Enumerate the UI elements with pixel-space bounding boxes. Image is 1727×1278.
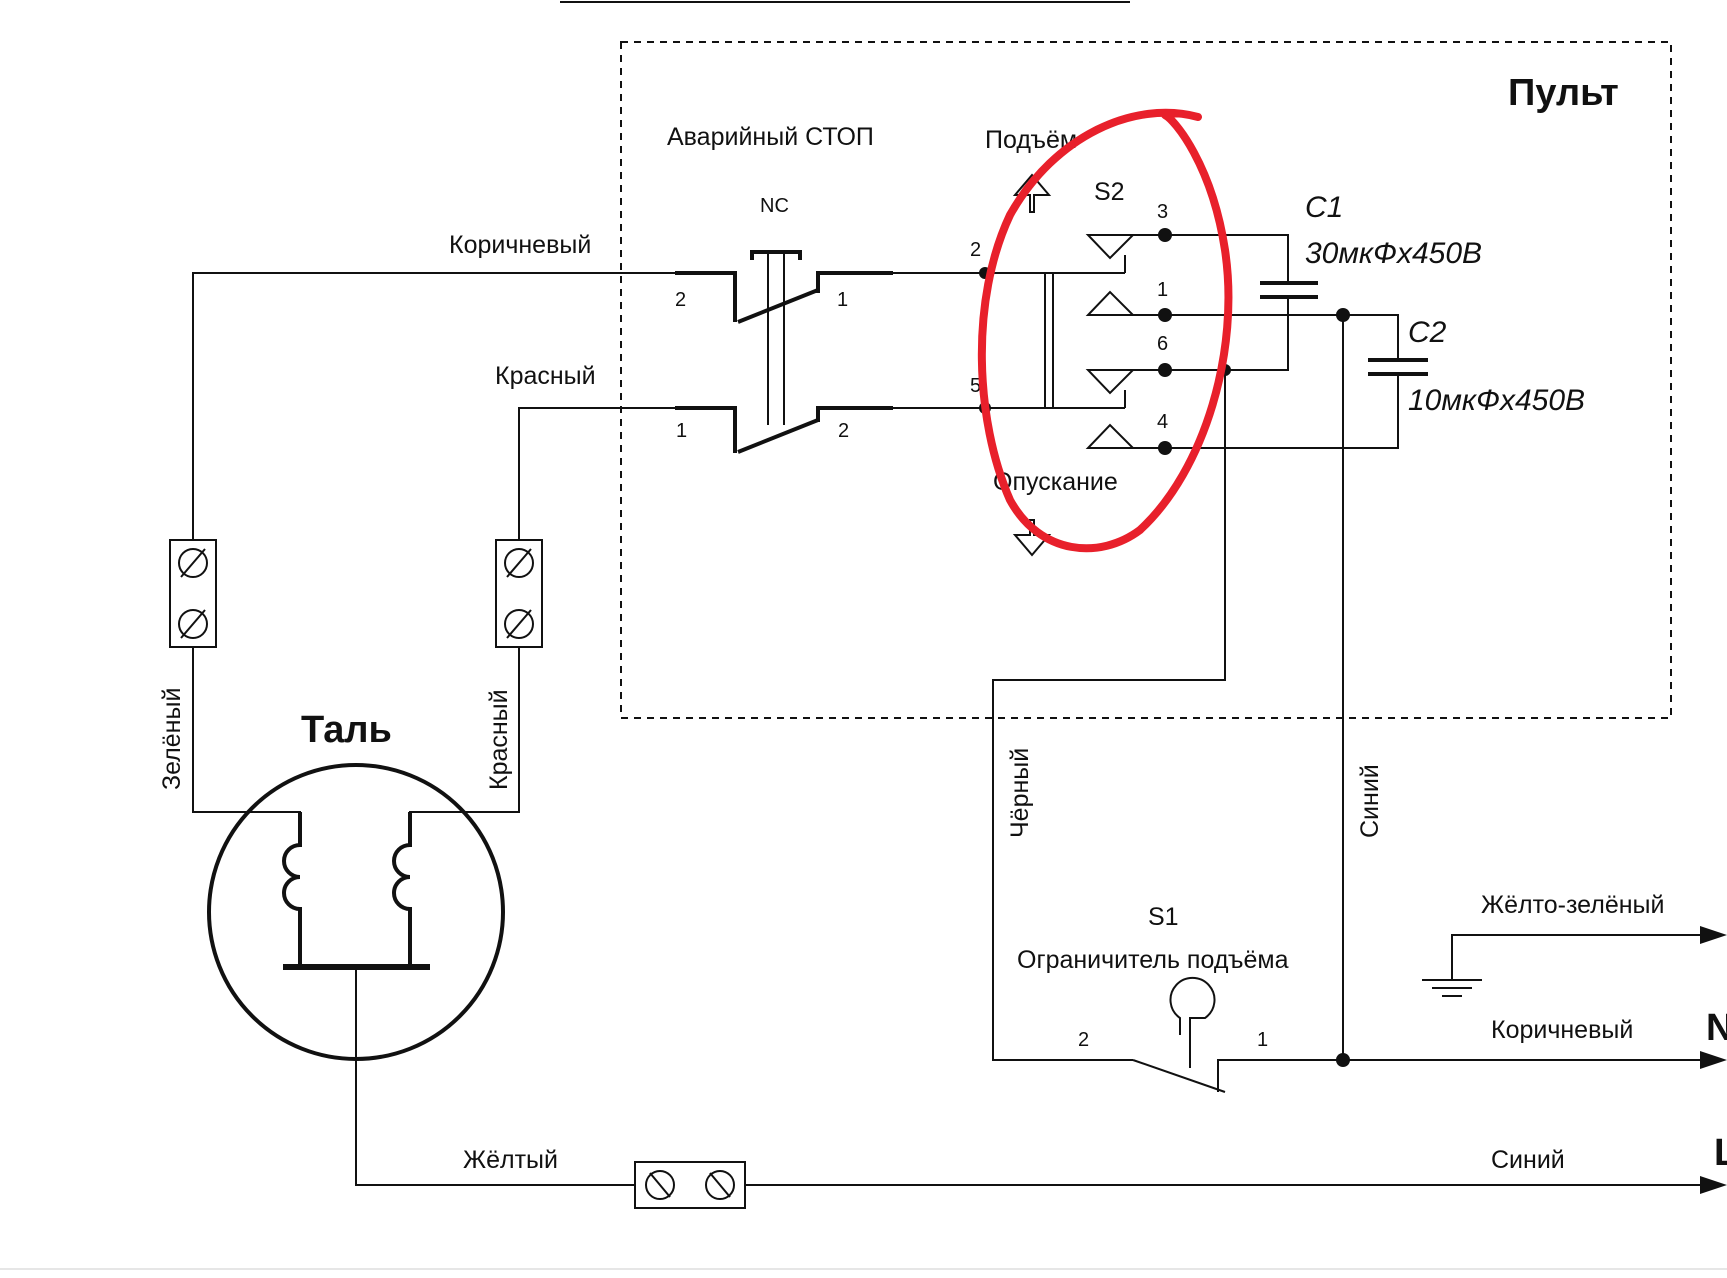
s1-name: S1 bbox=[1148, 903, 1179, 931]
wire-label-red-top: Красный bbox=[495, 362, 596, 390]
stop-pin-bottom-right: 2 bbox=[838, 420, 849, 442]
mains-label-n: N bbox=[1706, 1007, 1727, 1049]
remote-title: Пульт bbox=[1508, 72, 1619, 114]
c2-name: C2 bbox=[1408, 316, 1447, 349]
stop-pin-top-right: 1 bbox=[837, 289, 848, 311]
wire-label-yellow-green: Жёлто-зелёный bbox=[1481, 891, 1664, 919]
s1-switch bbox=[1132, 976, 1343, 1093]
s2-switch bbox=[1044, 234, 1165, 449]
wire-brown-top bbox=[192, 272, 675, 540]
line-wire bbox=[355, 970, 1727, 1194]
ground-wire bbox=[1422, 926, 1727, 997]
neutral-wire bbox=[1343, 1051, 1727, 1069]
wire-label-blue-bottom: Синий bbox=[1491, 1146, 1565, 1174]
wire-black bbox=[992, 370, 1226, 1061]
terminal-block-right bbox=[495, 539, 543, 648]
s2-name: S2 bbox=[1094, 178, 1125, 206]
emergency-stop-switch bbox=[675, 250, 893, 454]
s1-label: Ограничитель подъёма bbox=[1017, 946, 1289, 974]
s2-pin-3: 3 bbox=[1157, 201, 1168, 223]
up-arrow-icon bbox=[1012, 173, 1052, 213]
stop-pin-top-left: 2 bbox=[675, 289, 686, 311]
s2-pin-5: 5 bbox=[970, 375, 981, 397]
hoist-title: Таль bbox=[301, 709, 392, 751]
remote-enclosure bbox=[620, 41, 1672, 719]
capacitor-c1 bbox=[1165, 234, 1318, 371]
capacitor-c2 bbox=[1165, 314, 1428, 449]
mains-label-l: L bbox=[1714, 1132, 1727, 1174]
nc-label: NC bbox=[760, 195, 789, 217]
c1-name: C1 bbox=[1305, 191, 1343, 224]
s2-pin-1: 1 bbox=[1157, 279, 1168, 301]
highlight-circle bbox=[977, 108, 1233, 553]
stop-pin-bottom-left: 1 bbox=[676, 420, 687, 442]
wire-label-brown-top: Коричневый bbox=[449, 231, 591, 259]
wire-red-top bbox=[518, 407, 675, 540]
motor-symbol bbox=[207, 763, 505, 1061]
wire-label-brown-bottom: Коричневый bbox=[1491, 1016, 1633, 1044]
c1-value: 30мкФх450В bbox=[1305, 237, 1482, 270]
wire-label-yellow: Жёлтый bbox=[463, 1146, 558, 1174]
s1-pin-1: 1 bbox=[1257, 1029, 1268, 1051]
wire-label-red-vertical: Красный bbox=[485, 689, 513, 790]
emergency-stop-label: Аварийный СТОП bbox=[667, 123, 874, 151]
wire-label-blue-vertical: Синий bbox=[1356, 764, 1384, 838]
wire-label-black: Чёрный bbox=[1006, 748, 1034, 838]
s1-pin-2: 2 bbox=[1078, 1029, 1089, 1051]
s2-pin-4: 4 bbox=[1157, 411, 1168, 433]
down-arrow-icon bbox=[1012, 519, 1052, 557]
bottom-separator bbox=[0, 1268, 1727, 1270]
terminal-block-bottom bbox=[634, 1161, 746, 1209]
s2-down-label: Опускание bbox=[993, 468, 1118, 496]
c2-value: 10мкФх450В bbox=[1408, 384, 1585, 417]
s2-pin-6: 6 bbox=[1157, 333, 1168, 355]
s2-pin-2: 2 bbox=[970, 239, 981, 261]
terminal-block-left bbox=[169, 539, 217, 648]
wire-label-green: Зелёный bbox=[158, 688, 186, 790]
